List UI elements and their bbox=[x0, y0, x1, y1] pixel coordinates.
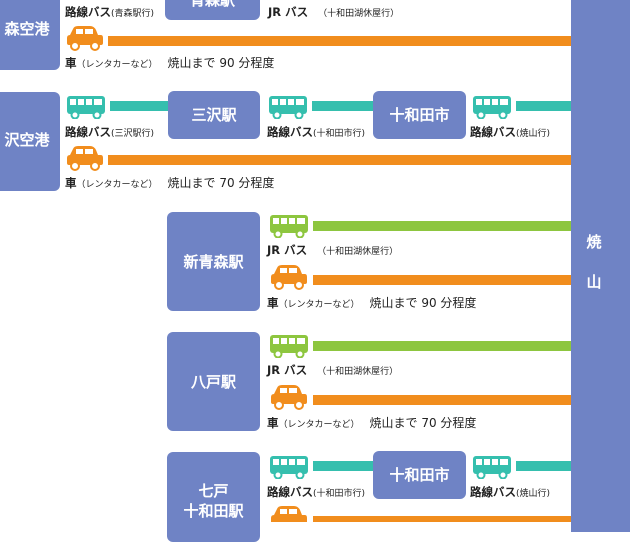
bus-label-text: 路線バス bbox=[65, 125, 111, 139]
car-time: 焼山まで 90 分程度 bbox=[167, 56, 275, 70]
car-label-text: 車 bbox=[267, 416, 279, 430]
bus-route-line bbox=[110, 101, 168, 111]
bus-route-line bbox=[516, 461, 571, 471]
jr-bus-route-line bbox=[313, 341, 571, 351]
bus-label: 路線バス(焼山行) bbox=[470, 124, 550, 140]
bus-route-line bbox=[312, 101, 374, 111]
car-route-line bbox=[313, 516, 571, 522]
node-towada-city: 十和田市 bbox=[373, 91, 466, 139]
car-label-text: 車 bbox=[65, 176, 77, 190]
bus-icon bbox=[473, 456, 511, 479]
destination-yakeyama: 焼 山 bbox=[571, 0, 630, 532]
bus-route-line bbox=[313, 461, 374, 471]
bus-label: 路線バス(青森駅行) bbox=[65, 4, 154, 20]
bus-label-sub: (焼山行) bbox=[516, 489, 551, 499]
origin-label: 八戸駅 bbox=[190, 372, 236, 391]
bus-label-text: 路線バス bbox=[65, 5, 111, 19]
car-icon bbox=[271, 265, 307, 290]
car-icon bbox=[271, 506, 307, 522]
car-label-sub: （レンタカーなど） bbox=[278, 420, 360, 430]
car-label-sub: （レンタカーなど） bbox=[76, 180, 158, 190]
jr-bus-icon bbox=[270, 215, 308, 238]
node-label: 十和田市 bbox=[389, 466, 450, 484]
car-label: 車（レンタカーなど） 焼山まで 70 分程度 bbox=[267, 414, 476, 431]
bus-icon bbox=[67, 96, 105, 119]
origin-shichinohe-towada-station: 七戸 十和田駅 bbox=[167, 452, 260, 542]
node-towada-city: 十和田市 bbox=[373, 451, 466, 499]
car-icon bbox=[67, 26, 103, 51]
origin-hachinohe-station: 八戸駅 bbox=[167, 332, 260, 431]
jr-bus-label: JR バス （十和田湖休屋行） bbox=[268, 4, 399, 20]
car-route-line bbox=[108, 155, 571, 165]
bus-label-sub: (青森駅行) bbox=[111, 9, 155, 19]
bus-icon bbox=[473, 96, 511, 119]
car-label-sub: （レンタカーなど） bbox=[76, 60, 158, 70]
bus-label-sub: (十和田市行) bbox=[313, 489, 366, 499]
origin-misawa-airport: 沢空港 bbox=[0, 92, 60, 191]
car-time: 焼山まで 90 分程度 bbox=[369, 296, 477, 310]
car-label: 車（レンタカーなど） 焼山まで 90 分程度 bbox=[65, 54, 274, 71]
node-misawa-station: 三沢駅 bbox=[168, 91, 260, 139]
jr-bus-label-sub: （十和田湖休屋行） bbox=[317, 367, 399, 377]
bus-icon bbox=[269, 96, 307, 119]
origin-label: 沢空港 bbox=[4, 130, 50, 149]
origin-label: 七戸 十和田駅 bbox=[183, 482, 244, 520]
jr-bus-label-sub: （十和田湖休屋行） bbox=[318, 9, 400, 19]
bus-label-text: 路線バス bbox=[470, 485, 516, 499]
car-route-line bbox=[108, 36, 571, 46]
bus-label: 路線バス(十和田市行) bbox=[267, 484, 365, 500]
car-time: 焼山まで 70 分程度 bbox=[167, 176, 275, 190]
bus-icon bbox=[270, 456, 308, 479]
jr-bus-icon bbox=[270, 335, 308, 358]
node-label: 三沢駅 bbox=[191, 106, 237, 124]
jr-bus-label-text: JR バス bbox=[268, 5, 309, 19]
jr-bus-route-line bbox=[313, 221, 571, 231]
car-label: 車（レンタカーなど） 焼山まで 90 分程度 bbox=[267, 294, 476, 311]
car-time: 焼山まで 70 分程度 bbox=[369, 416, 477, 430]
bus-route-line bbox=[516, 101, 571, 111]
jr-bus-label: JR バス （十和田湖休屋行） bbox=[267, 242, 398, 258]
node-label: 十和田市 bbox=[389, 106, 450, 124]
bus-label-text: 路線バス bbox=[470, 125, 516, 139]
origin-shin-aomori-station: 新青森駅 bbox=[167, 212, 260, 311]
bus-label-sub: (三沢駅行) bbox=[111, 129, 155, 139]
node-label: 青森駅 bbox=[189, 0, 235, 9]
bus-label-text: 路線バス bbox=[267, 485, 313, 499]
car-route-line bbox=[313, 275, 571, 285]
car-label-text: 車 bbox=[65, 56, 77, 70]
car-label-text: 車 bbox=[267, 296, 279, 310]
bus-label-sub: (十和田市行) bbox=[313, 129, 366, 139]
car-route-line bbox=[313, 395, 571, 405]
car-label: 車（レンタカーなど） 焼山まで 70 分程度 bbox=[65, 174, 274, 191]
origin-label: 森空港 bbox=[4, 20, 50, 38]
jr-bus-label: JR バス （十和田湖休屋行） bbox=[267, 362, 398, 378]
bus-label-text: 路線バス bbox=[267, 125, 313, 139]
bus-label: 路線バス(三沢駅行) bbox=[65, 124, 154, 140]
bus-label-sub: (焼山行) bbox=[516, 129, 551, 139]
destination-label: 焼 山 bbox=[586, 233, 602, 291]
origin-label: 新青森駅 bbox=[183, 252, 244, 271]
bus-label: 路線バス(十和田市行) bbox=[267, 124, 365, 140]
jr-bus-label-sub: （十和田湖休屋行） bbox=[317, 247, 399, 257]
origin-aomori-airport: 森空港 bbox=[0, 0, 60, 70]
car-icon bbox=[271, 385, 307, 410]
jr-bus-label-text: JR バス bbox=[267, 243, 308, 257]
node-aomori-station: 青森駅 bbox=[165, 0, 260, 20]
jr-bus-label-text: JR バス bbox=[267, 363, 308, 377]
bus-label: 路線バス(焼山行) bbox=[470, 484, 550, 500]
car-label-sub: （レンタカーなど） bbox=[278, 300, 360, 310]
car-icon bbox=[67, 146, 103, 171]
